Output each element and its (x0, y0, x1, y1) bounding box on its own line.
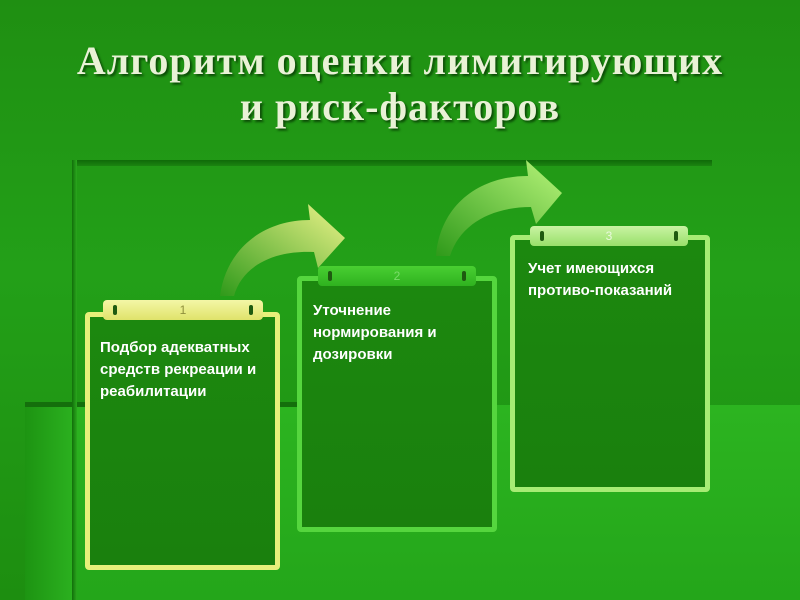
background-stripe-vertical (72, 160, 77, 600)
step-number: 2 (393, 269, 401, 283)
background-block-edge (25, 405, 72, 600)
tab-hole-icon (540, 231, 544, 241)
arrow-icon-1 (220, 204, 345, 296)
background-stripe-top (72, 160, 712, 166)
step-tab-3: 3 (530, 226, 688, 246)
step-tab-1: 1 (103, 300, 263, 320)
tab-hole-icon (328, 271, 332, 281)
title-line-2: и риск-факторов (239, 84, 561, 129)
step-text-2: Уточнение нормирования и дозировки (313, 302, 437, 363)
step-text-3: Учет имеющихся противо-показаний (528, 260, 673, 299)
tab-hole-icon (249, 305, 253, 315)
step-tab-2: 2 (318, 266, 476, 286)
tab-hole-icon (674, 231, 678, 241)
tab-hole-icon (462, 271, 466, 281)
step-number: 3 (605, 229, 613, 243)
step-number: 1 (179, 303, 187, 317)
title-line-1: Алгоритм оценки лимитирующих (76, 38, 724, 83)
arrow-icon-2 (436, 160, 562, 256)
tab-hole-icon (113, 305, 117, 315)
step-text-1: Подбор адекватных средств рекреации и ре… (100, 339, 257, 400)
slide-title: Алгоритм оценки лимитирующих и риск-факт… (40, 38, 760, 130)
